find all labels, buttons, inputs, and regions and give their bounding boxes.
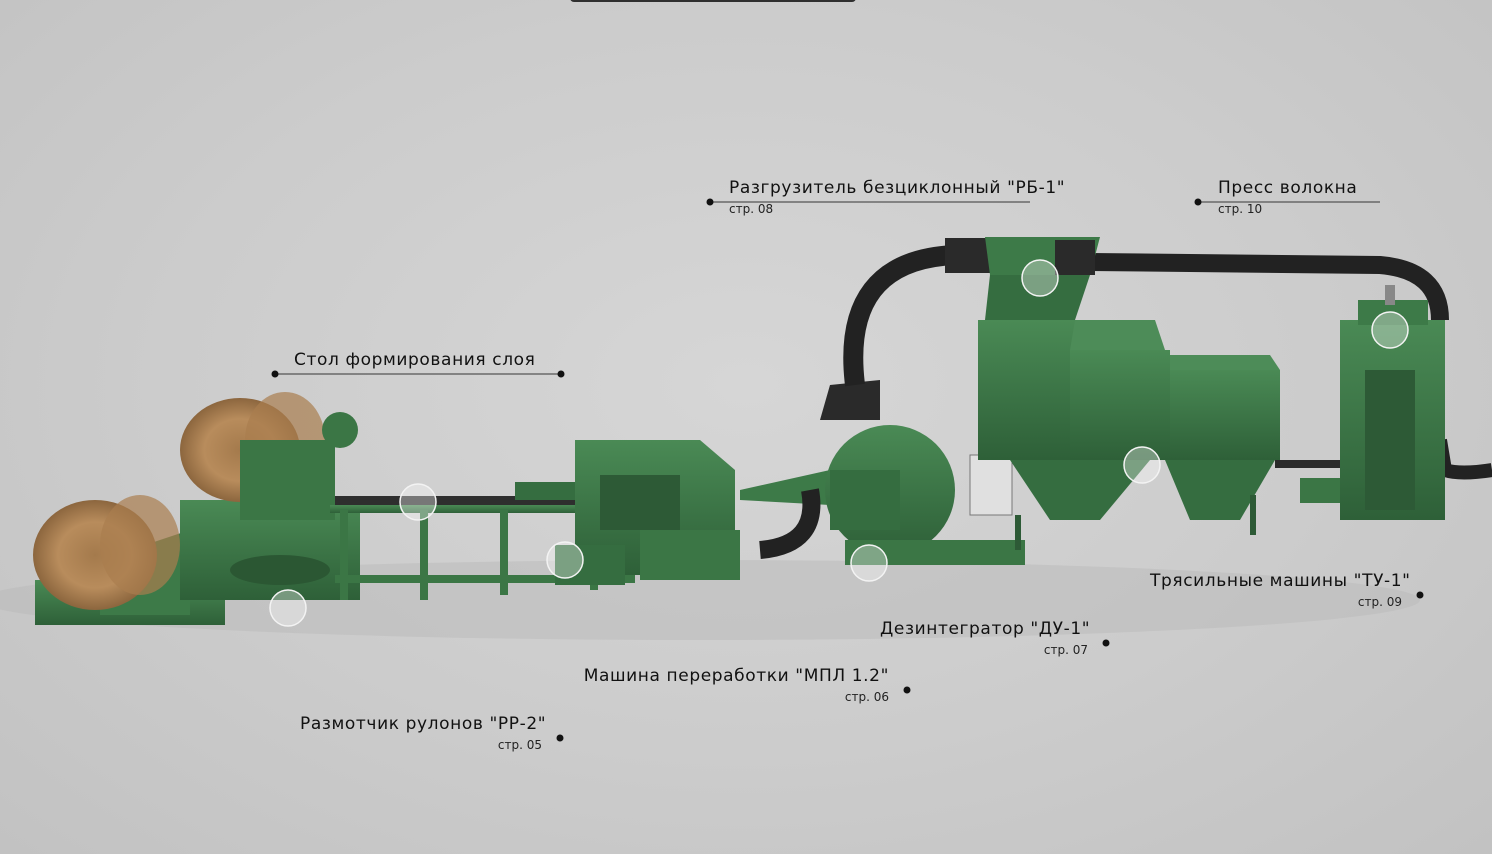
page-ref-tu1: стр. 09 [1357, 595, 1402, 609]
label-roll-unwinder-rr2[interactable]: Размотчик рулонов "РР-2" [300, 714, 547, 734]
label-fiber-press[interactable]: Пресс волокна [1218, 178, 1358, 198]
callout-lines [275, 201, 1380, 375]
page-ref-du1: стр. 07 [1043, 643, 1088, 657]
processing-machine-mpl [555, 440, 740, 585]
label-unloader-rb1[interactable]: Разгрузитель безциклонный "РБ-1" [729, 178, 1066, 198]
label-shakers-tu1[interactable]: Трясильные машины "ТУ-1" [1150, 571, 1411, 591]
page-ref-press: стр. 10 [1218, 202, 1263, 216]
roll-unwinder-machine [33, 392, 360, 625]
page-ref-mpl: стр. 06 [844, 690, 889, 704]
fiber-press-machine [1340, 285, 1445, 520]
page-ref-rr2: стр. 05 [497, 738, 542, 752]
label-disintegrator-du1[interactable]: Дезинтегратор "ДУ-1" [880, 619, 1091, 639]
disintegrator-machine [740, 380, 1025, 565]
top-handle-bar [570, 0, 856, 2]
callout-dots [271, 198, 1424, 742]
label-processing-mpl[interactable]: Машина переработки "МПЛ 1.2" [583, 666, 889, 686]
page-ref-rb1: стр. 08 [729, 202, 774, 216]
label-layer-forming-table[interactable]: Стол формирования слоя [294, 350, 536, 370]
cycloneless-unloader [945, 237, 1100, 320]
shaker-machines [978, 320, 1345, 550]
callout-markers [269, 259, 1409, 627]
